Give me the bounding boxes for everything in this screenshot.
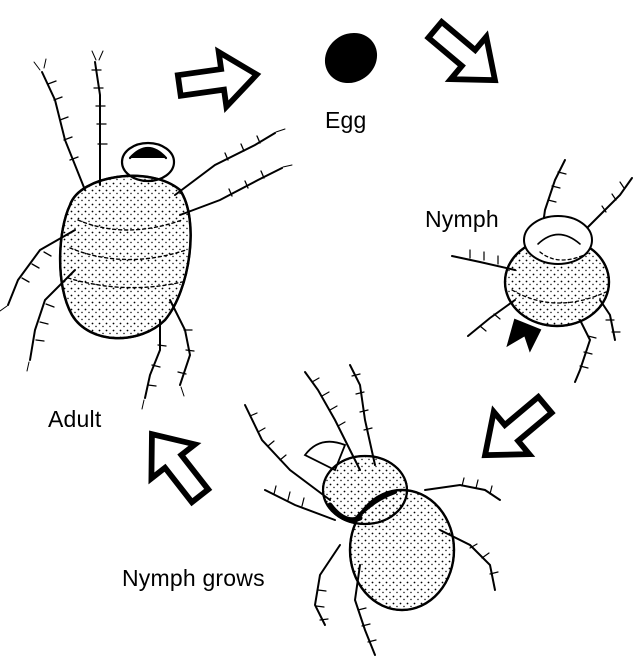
arrow-egg-to-nymph	[417, 9, 512, 102]
egg-illustration	[315, 23, 387, 93]
adult-label: Adult	[48, 406, 101, 433]
arrow-adult-to-egg	[175, 47, 260, 113]
arrow-nymph-to-nymph-grows	[467, 384, 562, 477]
egg-label: Egg	[325, 107, 367, 134]
growing-nymph-illustration	[245, 365, 500, 655]
nymph-grows-label: Nymph grows	[122, 565, 265, 592]
nymph-mite-illustration	[452, 160, 632, 382]
nymph-label: Nymph	[425, 206, 499, 233]
adult-mite-illustration	[0, 51, 292, 409]
arrow-nymph-grows-to-adult	[130, 417, 222, 513]
